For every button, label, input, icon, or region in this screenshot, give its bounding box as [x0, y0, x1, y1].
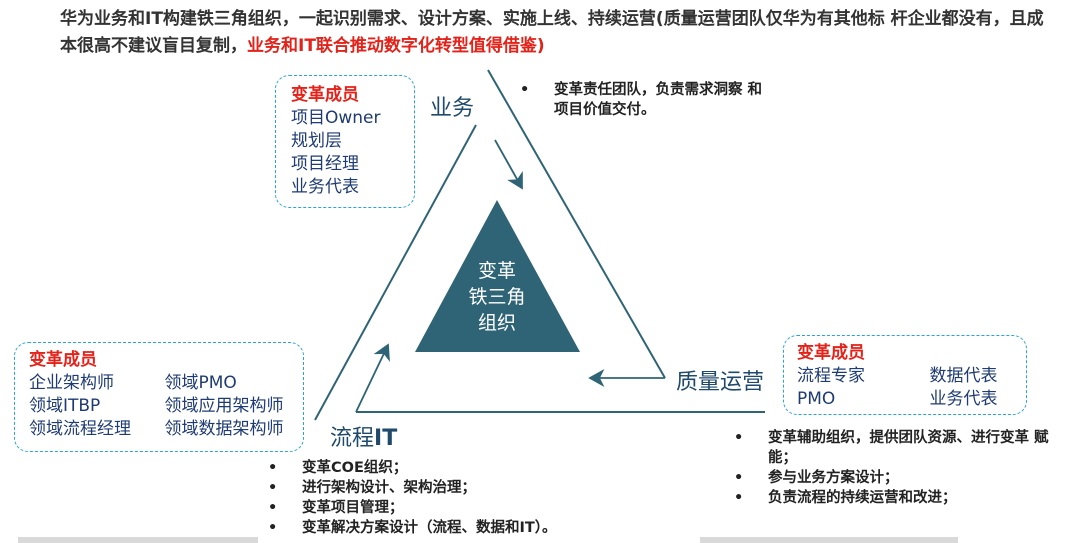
business-note: 变革责任团队，负责需求洞察 和项目价值交付。 [516, 80, 776, 120]
center-line-3: 组织 [477, 312, 516, 334]
center-line-2: 铁三角 [468, 286, 526, 308]
process-member: 企业架构师 [29, 373, 114, 393]
triangle-left-edge [314, 124, 477, 421]
corner-process-it: 流程IT [330, 420, 397, 452]
business-member: 业务代表 [291, 177, 359, 197]
business-member: 项目经理 [291, 154, 359, 174]
quality-members-grid: 流程专家 数据代表 PMO 业务代表 [797, 365, 1026, 411]
bottom-divider-right [700, 537, 958, 543]
process-member: 领域应用架构师 [164, 396, 284, 416]
process-member: 领域ITBP [29, 396, 101, 416]
quality-note: 变革辅助组织，提供团队资源、进行变革 赋能； [730, 428, 1068, 468]
headline-text: 华为业务和IT构建铁三角组织，一起识别需求、设计方案、实施上线、持续运营(质量运… [60, 9, 1044, 56]
quality-member: PMO [797, 389, 836, 409]
business-member: 规划层 [291, 131, 342, 151]
quality-box-title: 变革成员 [797, 343, 865, 363]
headline-highlight: 业务和IT联合推动数字化转型值得借鉴) [247, 36, 545, 56]
process-member: 领域数据架构师 [164, 419, 284, 439]
corner-process-it-suffix: IT [374, 426, 398, 451]
corner-process-it-prefix: 流程 [330, 426, 375, 451]
quality-member: 业务代表 [929, 389, 998, 409]
corner-quality-ops: 质量运营 [676, 370, 765, 395]
quality-member: 流程专家 [797, 366, 865, 386]
business-members-box: 变革成员 项目Owner 规划层 项目经理 业务代表 [275, 75, 415, 208]
center-line-1: 变革 [477, 260, 516, 282]
process-note: 进行架构设计、架构治理； [264, 478, 684, 498]
process-notes: 变革COE组织； 进行架构设计、架构治理； 变革项目管理； 变革解决方案设计（流… [264, 458, 684, 538]
process-note: 变革解决方案设计（流程、数据和IT）。 [264, 518, 684, 538]
center-triangle [415, 200, 580, 352]
quality-notes: 变革辅助组织，提供团队资源、进行变革 赋能； 参与业务方案设计； 负责流程的持续… [730, 428, 1068, 508]
quality-members-box: 变革成员 流程专家 数据代表 PMO 业务代表 [783, 335, 1027, 415]
business-box-title: 变革成员 [291, 85, 359, 105]
quality-note: 负责流程的持续运营和改进； [730, 488, 1068, 508]
process-member: 领域流程经理 [29, 419, 131, 439]
process-box-title: 变革成员 [29, 350, 97, 370]
process-note: 变革项目管理； [264, 498, 684, 518]
arrow-process-up [355, 343, 390, 413]
process-note: 变革COE组织； [264, 458, 684, 478]
center-label: 变革 铁三角 组织 [452, 258, 542, 336]
triangle-right-edge [487, 69, 666, 379]
business-member: 项目Owner [291, 108, 381, 128]
quality-member: 数据代表 [929, 366, 998, 386]
bottom-divider-left [18, 537, 258, 543]
quality-note: 参与业务方案设计； [730, 468, 1068, 488]
corner-business: 业务 [430, 96, 475, 121]
process-members-box: 变革成员 企业架构师 领域PMO 领域ITBP 领域应用架构师 领域流程经理 领… [14, 342, 304, 452]
process-member: 领域PMO [164, 373, 237, 393]
business-notes: 变革责任团队，负责需求洞察 和项目价值交付。 [516, 80, 776, 120]
process-members-grid: 企业架构师 领域PMO 领域ITBP 领域应用架构师 领域流程经理 领域数据架构… [29, 372, 303, 441]
arrow-business-down [494, 139, 523, 190]
headline: 华为业务和IT构建铁三角组织，一起识别需求、设计方案、实施上线、持续运营(质量运… [60, 6, 1060, 60]
